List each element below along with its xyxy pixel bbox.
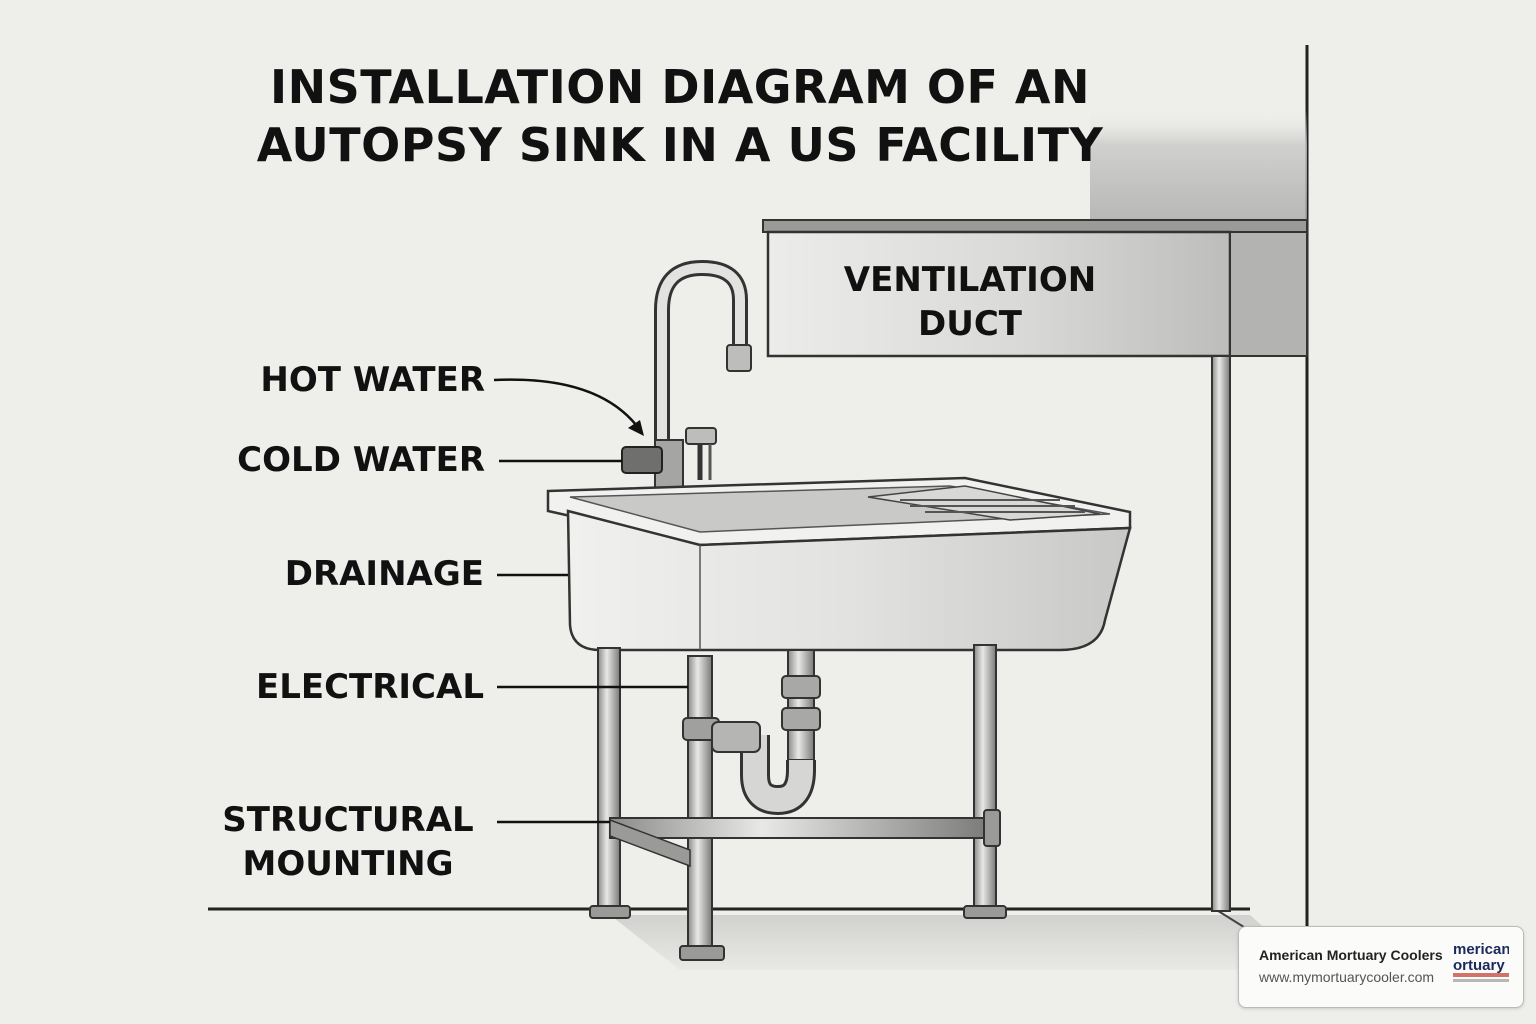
brand-logo-text-1: merican [1453, 941, 1509, 958]
brand-logo-icon: merican ortuary [1453, 939, 1509, 993]
ventilation-duct [762, 219, 1308, 912]
drainage-label: DRAINAGE [284, 554, 484, 594]
faucet [621, 259, 752, 508]
sink-basin [546, 476, 1132, 652]
ventilation-duct-label: VENTILATION DUCT [790, 258, 1150, 346]
brand-logo-stripe-gray [1453, 979, 1509, 982]
floor [208, 907, 1301, 970]
sink-legs [589, 644, 1007, 961]
structural-mounting-label-line-2: MOUNTING [242, 844, 454, 884]
drain-p-trap [711, 649, 821, 816]
callout-lines [493, 378, 688, 824]
title-line-2: AUTOPSY SINK IN A US FACILITY [256, 118, 1104, 172]
brand-logo-text-2: ortuary [1453, 957, 1505, 974]
structural-mounting-label-line-1: STRUCTURAL [222, 800, 474, 840]
diagram-title: INSTALLATION DIAGRAM OF AN AUTOPSY SINK … [220, 58, 1140, 174]
cold-water-label: COLD WATER [237, 440, 485, 480]
ventilation-duct-label-line-2: DUCT [918, 304, 1022, 344]
structural-mounting-label: STRUCTURAL MOUNTING [210, 798, 486, 886]
brand-logo-stripe-red [1453, 973, 1509, 977]
electrical-label: ELECTRICAL [255, 667, 484, 707]
brand-watermark[interactable]: American Mortuary Coolers www.mymortuary… [1238, 926, 1524, 1008]
hot-water-label: HOT WATER [260, 360, 485, 400]
back-wall [1090, 45, 1309, 935]
brand-url[interactable]: www.mymortuarycooler.com [1259, 969, 1435, 985]
brand-name: American Mortuary Coolers [1259, 947, 1443, 963]
ventilation-duct-label-line-1: VENTILATION [843, 260, 1097, 300]
title-line-1: INSTALLATION DIAGRAM OF AN [269, 60, 1091, 114]
